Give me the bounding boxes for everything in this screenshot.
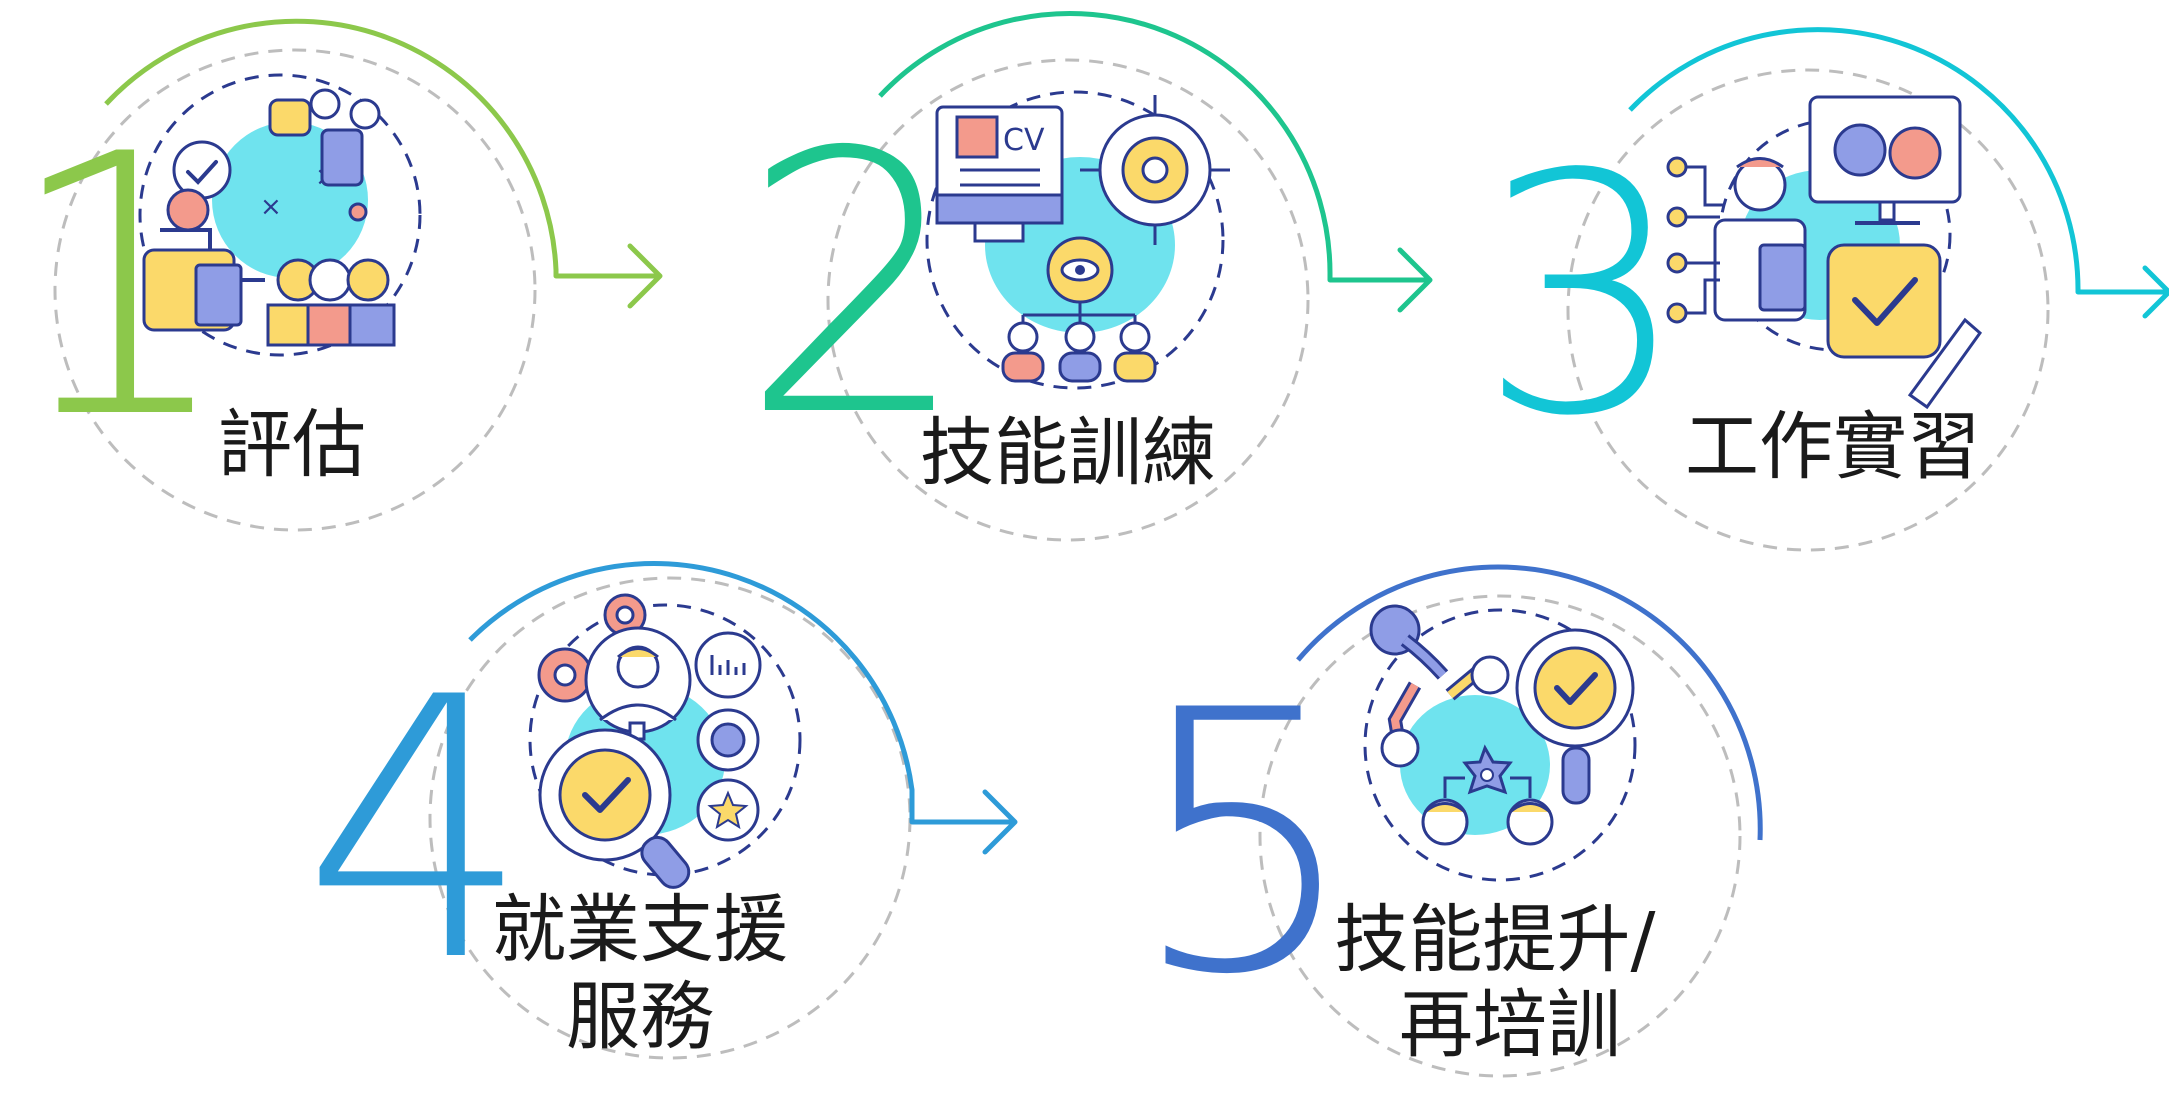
step-4: 4 就業支援 服務	[302, 561, 1018, 1060]
step-1-dashed-circle	[53, 48, 537, 532]
step-5: 5 技能提升/ 再培訓	[1130, 564, 1763, 1078]
step-3-label: 工作實習	[1685, 404, 1981, 490]
step-3-arrow	[2075, 265, 2169, 319]
svg-text:CV: CV	[1003, 123, 1045, 158]
step-4-arc	[468, 561, 915, 791]
skills-training-icon: CV	[925, 90, 1230, 390]
step-5-number: 5	[1130, 634, 1359, 1053]
step-4-label-line-2: 服務	[566, 974, 714, 1060]
step-3: 3 工作實習	[1478, 27, 2169, 552]
step-1-arrow	[553, 243, 663, 309]
step-3-dashed-circle	[1566, 68, 2050, 552]
step-2-arrow	[1327, 247, 1433, 313]
step-3-arc	[1628, 27, 2081, 291]
step-2-number: 2	[740, 76, 969, 495]
assessment-icon: × ×	[138, 73, 422, 357]
step-5-arc	[1296, 564, 1763, 841]
step-4-label-line-1: 就業支援	[492, 887, 788, 973]
svg-text:×: ×	[260, 192, 282, 222]
employment-support-icon	[528, 593, 802, 889]
step-1-label: 評估	[218, 402, 366, 488]
step-1: 1 × × 評估	[5, 18, 663, 532]
step-5-label-line-2: 再培訓	[1399, 982, 1621, 1068]
step-5-dashed-circle	[1258, 594, 1742, 1078]
step-5-label-line-1: 技能提升/	[1335, 897, 1656, 983]
step-3-number: 3	[1478, 104, 1688, 488]
step-2-arc	[878, 10, 1333, 277]
step-2-dashed-circle	[826, 58, 1310, 542]
step-2-label: 技能訓練	[920, 410, 1216, 496]
upskilling-retraining-icon	[1363, 604, 1637, 882]
step-4-number: 4	[302, 621, 531, 1040]
step-1-arc	[104, 18, 559, 271]
step-2: 2 CV	[740, 10, 1433, 542]
step-4-arrow	[909, 787, 1018, 855]
work-internship-icon	[1666, 95, 1983, 410]
